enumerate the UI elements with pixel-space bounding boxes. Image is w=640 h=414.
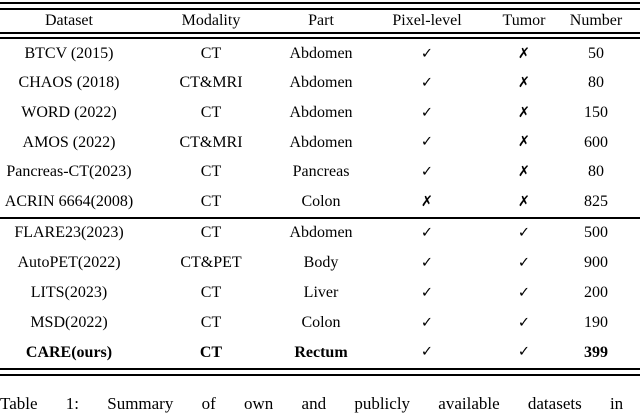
cross-icon: ✗ bbox=[517, 163, 531, 180]
number-cell: 900 bbox=[584, 254, 608, 272]
part-cell: Colon bbox=[301, 192, 341, 210]
group-separator-rule bbox=[0, 216, 640, 219]
modality-cell: CT bbox=[200, 44, 222, 62]
part-cell: Rectum bbox=[294, 343, 348, 361]
column-header-pixel-level: Pixel-level bbox=[392, 12, 462, 29]
dataset-cell: CHAOS (2018) bbox=[18, 74, 120, 92]
check-icon: ✓ bbox=[420, 255, 434, 271]
number-cell: 190 bbox=[584, 313, 608, 331]
check-icon: ✓ bbox=[420, 163, 434, 180]
column-header-number: Number bbox=[569, 12, 623, 29]
check-icon: ✓ bbox=[420, 45, 434, 62]
column-header-dataset: Dataset bbox=[45, 12, 93, 29]
table-caption: Table 1: Summary of own and publicly ava… bbox=[0, 393, 624, 413]
dataset-cell: AMOS (2022) bbox=[22, 133, 116, 151]
modality-cell: CT bbox=[200, 192, 222, 210]
part-cell: Abdomen bbox=[289, 44, 353, 62]
check-icon: ✓ bbox=[517, 225, 531, 242]
header-separator-rule bbox=[0, 32, 640, 39]
number-cell: 80 bbox=[588, 163, 604, 181]
number-cell: 200 bbox=[584, 284, 608, 302]
table-top-rule bbox=[0, 2, 640, 10]
modality-cell: CT bbox=[200, 284, 222, 302]
cross-icon: ✗ bbox=[517, 134, 531, 151]
column-header-part: Part bbox=[308, 12, 334, 29]
cross-icon: ✗ bbox=[517, 193, 531, 210]
table-bottom-rule bbox=[0, 367, 640, 376]
number-cell: 600 bbox=[584, 133, 608, 151]
dataset-cell: AutoPET(2022) bbox=[17, 254, 121, 272]
check-icon: ✓ bbox=[420, 225, 434, 242]
number-cell: 500 bbox=[584, 224, 608, 242]
datasets-table: Dataset Modality Part Pixel-level Tumor … bbox=[0, 2, 640, 376]
check-icon: ✓ bbox=[517, 344, 531, 361]
modality-cell: CT bbox=[200, 163, 222, 181]
part-cell: Abdomen bbox=[289, 224, 353, 242]
part-cell: Abdomen bbox=[289, 74, 353, 92]
number-cell: 150 bbox=[584, 103, 608, 121]
part-cell: Colon bbox=[301, 313, 341, 331]
check-icon: ✓ bbox=[420, 134, 434, 151]
dataset-cell: LITS(2023) bbox=[30, 284, 108, 302]
check-icon: ✓ bbox=[420, 104, 434, 121]
check-icon: ✓ bbox=[420, 344, 434, 361]
part-cell: Body bbox=[303, 254, 339, 272]
number-cell: 80 bbox=[588, 74, 604, 92]
part-cell: Pancreas bbox=[292, 163, 350, 181]
cross-icon: ✗ bbox=[420, 193, 434, 210]
column-header-modality: Modality bbox=[181, 12, 241, 29]
modality-cell: CT bbox=[199, 343, 223, 361]
dataset-cell: CARE(ours) bbox=[25, 343, 113, 361]
dataset-cell: WORD (2022) bbox=[21, 103, 117, 121]
modality-cell: CT bbox=[200, 313, 222, 331]
check-icon: ✓ bbox=[420, 75, 434, 92]
check-icon: ✓ bbox=[420, 314, 434, 331]
dataset-cell: FLARE23(2023) bbox=[14, 224, 124, 242]
check-icon: ✓ bbox=[517, 255, 531, 271]
cross-icon: ✗ bbox=[517, 104, 531, 121]
part-cell: Abdomen bbox=[289, 103, 353, 121]
number-cell: 50 bbox=[588, 44, 604, 62]
dataset-cell: Pancreas-CT(2023) bbox=[6, 163, 132, 181]
modality-cell: CT&PET bbox=[180, 254, 242, 272]
number-cell: 825 bbox=[584, 192, 608, 210]
cross-icon: ✗ bbox=[517, 75, 531, 92]
modality-cell: CT bbox=[200, 224, 222, 242]
check-icon: ✓ bbox=[517, 314, 531, 331]
dataset-cell: MSD(2022) bbox=[30, 313, 108, 331]
check-icon: ✓ bbox=[420, 284, 434, 301]
cross-icon: ✗ bbox=[517, 45, 531, 62]
column-header-tumor: Tumor bbox=[502, 12, 546, 29]
check-icon: ✓ bbox=[517, 284, 531, 301]
part-cell: Liver bbox=[303, 284, 339, 302]
number-cell: 399 bbox=[584, 343, 608, 361]
modality-cell: CT&MRI bbox=[179, 133, 243, 151]
dataset-cell: BTCV (2015) bbox=[24, 44, 114, 62]
dataset-cell: ACRIN 6664(2008) bbox=[4, 192, 134, 210]
modality-cell: CT bbox=[200, 103, 222, 121]
modality-cell: CT&MRI bbox=[179, 74, 243, 92]
part-cell: Abdomen bbox=[289, 133, 353, 151]
